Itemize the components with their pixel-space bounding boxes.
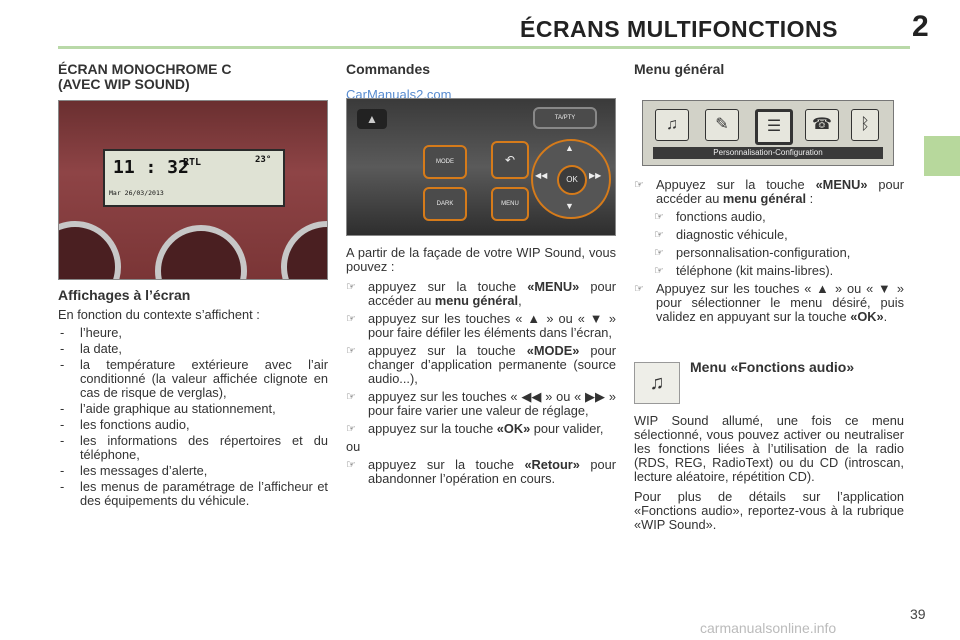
controls-list-2: appuyez sur la touche «Retour» pour aban… [346, 458, 616, 486]
ok-button: OK [557, 165, 587, 195]
subheading: Affichages à l’écran [58, 287, 191, 303]
list-item: les fonctions audio, [58, 418, 328, 433]
audio-functions-icon: ♫ [634, 362, 680, 404]
hazard-button: ▲ [357, 109, 387, 129]
rewind-icon: ◀◀ [535, 171, 548, 180]
column-right: Menu général [634, 62, 904, 76]
list-item: l’aide graphique au stationnement, [58, 402, 328, 417]
display-section: Affichages à l’écran En fonction du cont… [58, 288, 328, 510]
section-heading: Commandes [346, 61, 431, 77]
list-item: appuyez sur les touches « ▲ » ou « ▼ » p… [346, 312, 616, 340]
controls-list: appuyez sur la touche «MENU» pour accéde… [346, 280, 616, 437]
settings-icon: ☰ [755, 109, 793, 145]
forward-icon: ▶▶ [589, 171, 602, 180]
back-button: ↶ [491, 141, 529, 179]
section-heading: Menu général [634, 61, 725, 77]
footer-watermark: carmanualsonline.info [700, 620, 837, 636]
music-note-icon: ♫ [655, 109, 689, 141]
air-vent [155, 225, 247, 279]
mode-button: MODE [423, 145, 467, 179]
list-item: diagnostic véhicule, [654, 228, 904, 243]
chapter-tab [924, 136, 960, 176]
list-item: la date, [58, 342, 328, 357]
list-item: appuyez sur la touche «Retour» pour aban… [346, 458, 616, 486]
list-item: fonctions audio, [654, 210, 904, 225]
intro-text: A partir de la façade de votre WIP Sound… [346, 245, 616, 274]
chapter-number: 2 [912, 10, 929, 43]
page-title: ÉCRANS MULTIFONCTIONS [520, 16, 839, 42]
bluetooth-icon: ᛒ [851, 109, 879, 141]
up-arrow-icon: ▲ [565, 143, 574, 153]
list-item: appuyez sur la touche «MENU» pour accéde… [346, 280, 616, 308]
list-item: la température extérieure avec l’air con… [58, 358, 328, 400]
list-item: appuyez sur les touches « ◀◀ » ou « ▶▶ »… [346, 390, 616, 418]
header-divider [58, 46, 910, 49]
paragraph: WIP Sound allumé, une fois ce menu sélec… [634, 413, 904, 484]
list-item: Appuyez sur la touche «MENU» pour accéde… [634, 178, 904, 279]
navigation-dial: OK ▲ ▼ ◀◀ ▶▶ [531, 139, 611, 219]
menu-sub-list: fonctions audio, diagnostic véhicule, pe… [654, 210, 904, 279]
audio-menu-heading: Menu «Fonctions audio» [690, 359, 855, 375]
general-menu-screen: ♫ ✎ ☰ ☎ ᛒ Personnalisation-Configuration [642, 100, 894, 166]
display-temperature: 23° [255, 155, 272, 165]
air-vent [281, 221, 327, 279]
display-items-list: l’heure, la date, la température extérie… [58, 326, 328, 508]
list-item: appuyez sur la touche «OK» pour valider, [346, 422, 616, 437]
dark-button: DARK [423, 187, 467, 221]
list-item: Appuyez sur les touches « ▲ » ou « ▼ » p… [634, 282, 904, 324]
column-left: ÉCRAN MONOCHROME C (AVEC WIP SOUND) [58, 62, 328, 92]
control-panel-photo: ▲ TA/PTY MODE DARK ↶ MENU OK ▲ ▼ ◀◀ ▶▶ [346, 98, 616, 236]
column-middle: Commandes CarManuals2.com [346, 61, 616, 102]
display-date: Mar 26/03/2013 [109, 189, 164, 197]
page-number: 39 [910, 606, 926, 622]
list-item: les informations des répertoires et du t… [58, 434, 328, 462]
ta-button: TA/PTY [533, 107, 597, 129]
screen-label-bar: Personnalisation-Configuration [653, 147, 883, 159]
display-station: RTL [183, 157, 202, 168]
intro-text: En fonction du contexte s’affichent : [58, 307, 260, 322]
menu-button: MENU [491, 187, 529, 221]
down-arrow-icon: ▼ [565, 201, 574, 211]
list-item: téléphone (kit mains-libres). [654, 264, 904, 279]
paragraph: Pour plus de détails sur l’application «… [634, 489, 904, 532]
list-item: les messages d’alerte, [58, 464, 328, 479]
or-text: ou [346, 439, 361, 454]
controls-section: A partir de la façade de votre WIP Sound… [346, 246, 616, 490]
air-vent [59, 221, 121, 279]
dashboard-display-photo: 11 : 32 RTL 23° Mar 26/03/2013 [58, 100, 328, 280]
monochrome-screen: 11 : 32 RTL 23° Mar 26/03/2013 [103, 149, 285, 207]
menu-steps-list: Appuyez sur la touche «MENU» pour accéde… [634, 178, 904, 324]
audio-menu-section: WIP Sound allumé, une fois ce menu sélec… [634, 414, 904, 532]
general-menu-section: Appuyez sur la touche «MENU» pour accéde… [634, 178, 904, 328]
list-item: l’heure, [58, 326, 328, 341]
phone-icon: ☎ [805, 109, 839, 141]
list-item: appuyez sur la touche «MODE» pour change… [346, 344, 616, 386]
section-heading: ÉCRAN MONOCHROME C (AVEC WIP SOUND) [58, 61, 232, 92]
wrench-icon: ✎ [705, 109, 739, 141]
list-item: personnalisation-configuration, [654, 246, 904, 261]
display-time: 11 : 32 [113, 157, 189, 178]
list-item: les menus de paramétrage de l’afficheur … [58, 480, 328, 508]
